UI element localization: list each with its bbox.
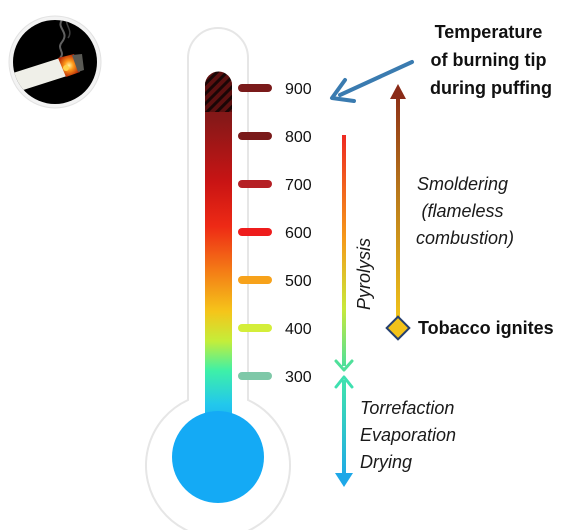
- tobacco-ignites-label: Tobacco ignites: [418, 318, 554, 338]
- tobacco-ignites-marker: [385, 315, 411, 341]
- smoldering-label: Smoldering (flameless combustion): [416, 174, 514, 248]
- lower-phases-arrow: [334, 375, 354, 487]
- pyrolysis-label: Pyrolysis: [354, 238, 374, 310]
- scale-label: 900: [285, 81, 312, 98]
- scale-label: 400: [285, 321, 312, 338]
- lower-phases-label: Torrefaction Evaporation Drying: [360, 398, 461, 472]
- smoldering-arrow: [390, 84, 406, 318]
- scale-label: 800: [285, 129, 312, 146]
- thermometer-bulb: [172, 411, 264, 503]
- scale-label: 300: [285, 369, 312, 386]
- thermometer-fluid: [205, 72, 232, 437]
- burning-tip-arrow: [330, 60, 414, 103]
- scale-label: 600: [285, 225, 312, 242]
- burning-tip-label: Temperature of burning tip during puffin…: [430, 22, 552, 98]
- temperature-scale: 900 800 700 600 500 400 300: [238, 81, 312, 386]
- pyrolysis-arrow: [334, 135, 354, 372]
- burning-cigarette-icon: [8, 15, 102, 109]
- scale-label: 700: [285, 177, 312, 194]
- scale-label: 500: [285, 273, 312, 290]
- burning-tip-hatch: [205, 71, 232, 112]
